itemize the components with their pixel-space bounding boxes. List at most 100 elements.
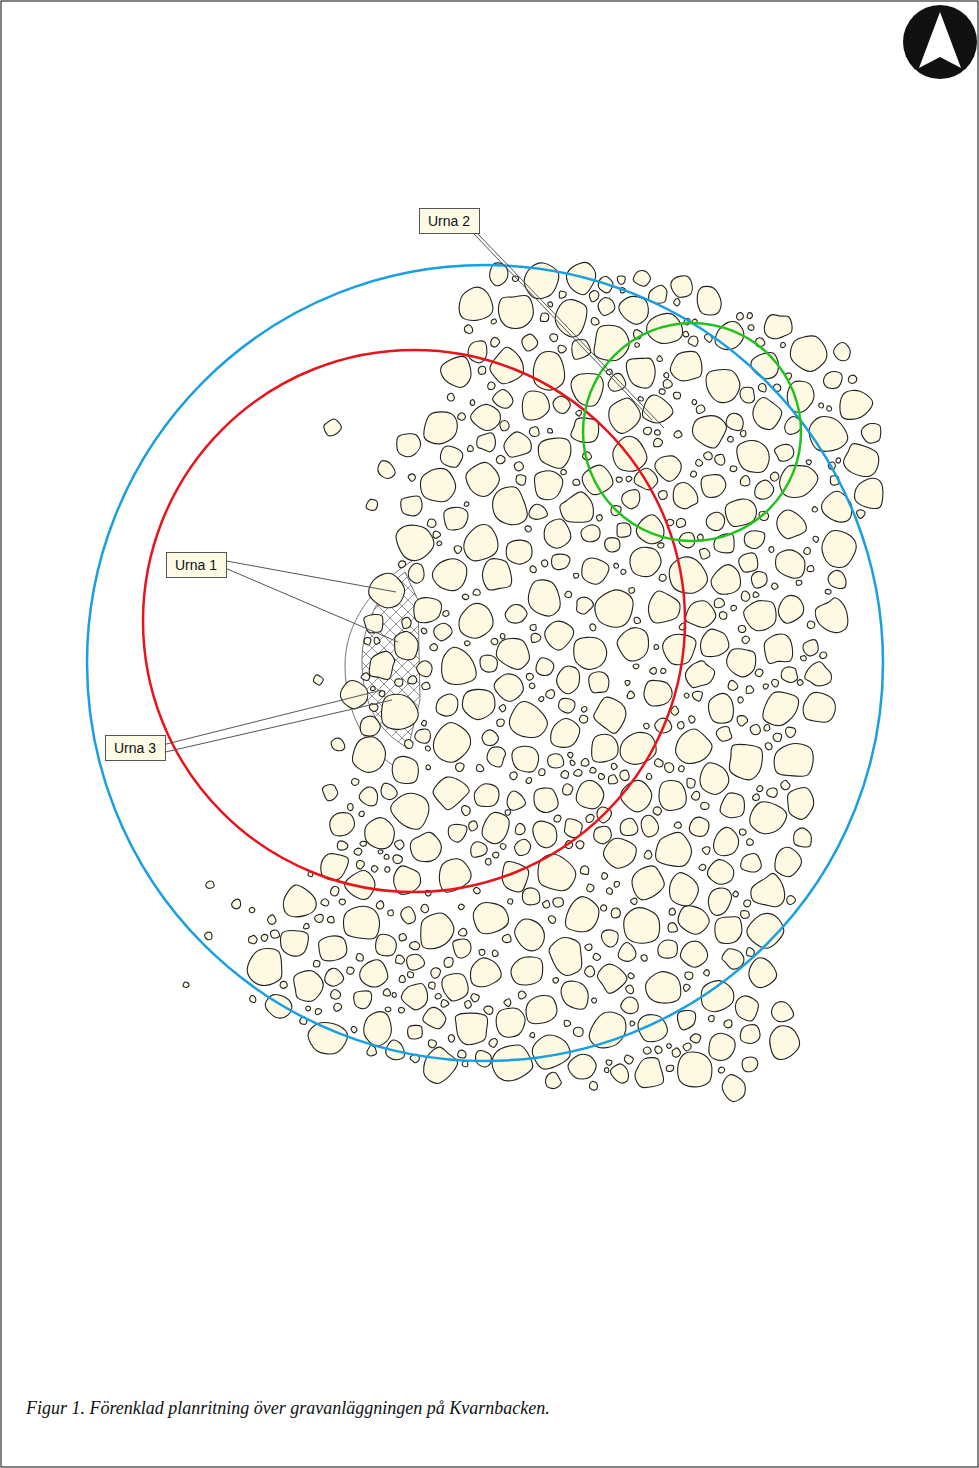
stone [586, 814, 594, 822]
stone [787, 788, 813, 820]
stone [565, 591, 572, 597]
stone [421, 628, 427, 634]
stone [359, 811, 364, 816]
stone [570, 760, 575, 765]
stone [530, 1033, 535, 1038]
stone [315, 1009, 321, 1015]
stone [626, 358, 655, 388]
stone [822, 531, 856, 568]
stone [597, 964, 627, 993]
stone [354, 848, 362, 855]
stone [308, 1022, 347, 1053]
stone [507, 791, 525, 810]
stone [505, 605, 527, 624]
stone [611, 908, 620, 918]
stone [770, 1026, 800, 1060]
stone [464, 325, 472, 333]
stone [843, 444, 878, 477]
circles [87, 265, 883, 1061]
stone [421, 720, 426, 726]
stone [746, 686, 754, 694]
stone [581, 759, 589, 767]
stone [379, 691, 385, 697]
stone [678, 1052, 712, 1087]
stone [442, 973, 468, 1001]
stone [753, 592, 759, 598]
stone [493, 487, 528, 525]
stone [711, 565, 741, 595]
stone [678, 1011, 696, 1031]
stone [786, 727, 796, 737]
stone [408, 1025, 423, 1039]
stone [539, 769, 545, 776]
stone [748, 325, 754, 331]
stone [247, 948, 282, 985]
stone [489, 1039, 497, 1048]
stone [458, 1050, 466, 1058]
stone [803, 692, 835, 722]
stone [742, 636, 750, 644]
stone [618, 942, 636, 961]
stone [494, 674, 523, 701]
stone [360, 716, 380, 736]
stone [633, 271, 650, 287]
stone [459, 603, 493, 638]
stone [443, 611, 449, 617]
stone [395, 631, 419, 659]
stone [701, 629, 729, 657]
stone [594, 325, 629, 361]
stone [644, 680, 672, 706]
stone [420, 468, 455, 501]
stone [753, 794, 760, 801]
stone [692, 691, 702, 701]
stone [727, 436, 733, 442]
stone [740, 475, 750, 485]
stone [714, 827, 739, 855]
stone [319, 936, 347, 961]
stone [515, 824, 525, 835]
stone [824, 371, 842, 388]
stone [763, 684, 768, 689]
stone [442, 647, 477, 684]
stone [645, 972, 680, 1003]
stone [679, 766, 685, 772]
stone [614, 563, 619, 568]
stone [812, 507, 817, 512]
stone [617, 628, 649, 661]
stone [549, 938, 582, 976]
north-arrow [903, 5, 977, 79]
stone [441, 1000, 449, 1008]
stone [769, 547, 774, 553]
stone [458, 413, 466, 421]
stone [685, 661, 714, 688]
stone [491, 319, 496, 324]
stone [378, 850, 383, 854]
stone [327, 916, 334, 922]
stone [767, 788, 777, 797]
stone [528, 580, 560, 616]
stone [539, 697, 544, 702]
stone [576, 841, 584, 849]
stone [722, 949, 744, 969]
stone [428, 1040, 436, 1048]
stone [436, 694, 458, 716]
stone [429, 982, 436, 989]
stone [496, 455, 505, 463]
stone [673, 483, 698, 509]
stone [775, 847, 802, 876]
stone [330, 813, 355, 836]
stone [515, 919, 545, 951]
stone [706, 369, 740, 402]
stone [522, 334, 538, 351]
stone [294, 971, 324, 1002]
stone [684, 693, 689, 698]
stone [409, 942, 419, 950]
stone [773, 733, 782, 741]
stone [414, 598, 442, 623]
stone [402, 617, 411, 628]
stone [697, 286, 721, 315]
stone [425, 746, 430, 751]
stone [621, 569, 626, 574]
stone [306, 1006, 311, 1011]
